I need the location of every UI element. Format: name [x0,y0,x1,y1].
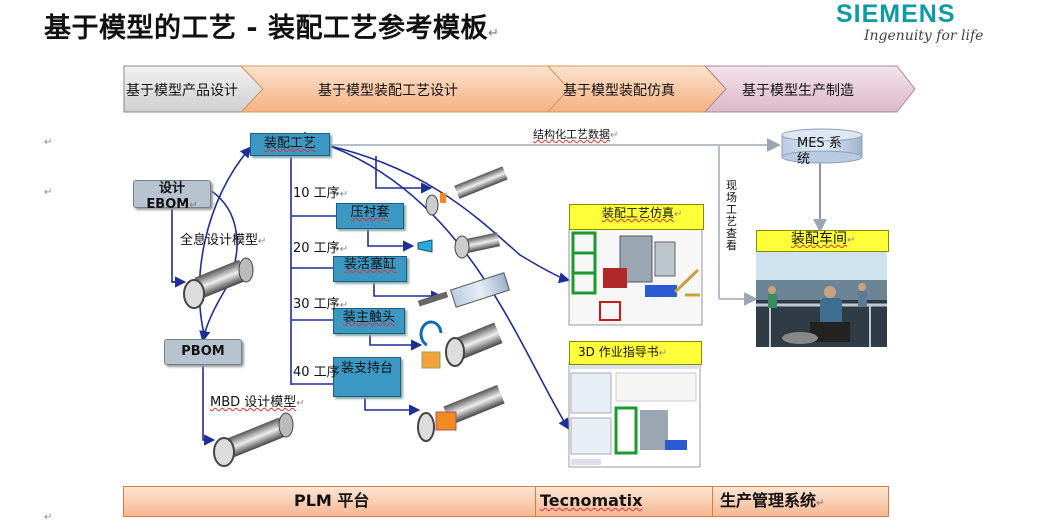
simulation-screenshot [568,228,703,326]
mbd-model-label: MBD 设计模型↵ [210,395,305,410]
paragraph-mark: ↵ [44,512,53,523]
work-instruction-screenshot [568,362,701,468]
platform-divider [535,487,536,516]
page-title: 基于模型的工艺 - 装配工艺参考模板↵ [44,13,500,44]
mbd-part-icon [213,412,294,467]
plm-platform-label: PLM 平台 [294,491,370,510]
op30-label: 30 工序↵ [293,297,349,312]
op40-task-box: 装支持台 [333,357,401,397]
platform-bar: PLM 平台 Tecnomatix 生产管理系统↵ [123,486,889,517]
holographic-model-label: 全息设计模型↵ [180,233,267,248]
onsite-view-label: 现场工艺查看 [726,179,737,252]
pbom-node: PBOM [164,339,242,365]
siemens-logo: SIEMENS [836,0,956,28]
op30-task-box: 装主触头 [333,308,405,334]
op20-part-icon [417,232,501,259]
final-assembly-part-icon [417,384,505,442]
op10-part-icon [425,166,508,216]
structured-data-label: 结构化工艺数据↵ [533,128,619,141]
chevron-manufacturing [703,65,916,113]
brand-tagline: Ingenuity for life [864,28,984,44]
op40-part-icon [419,320,503,369]
platform-divider [712,487,713,516]
simulation-title: 装配工艺仿真↵ [569,204,704,230]
chevron-label-manufacturing: 基于模型生产制造 [742,83,854,99]
op10-label: 10 工序↵ [293,186,349,201]
op30-part-icon [417,272,511,308]
op20-task-box: 装活塞缸 [333,256,407,282]
workshop-title: 装配车间↵ [756,230,889,252]
flange-cylinder-part-icon [183,257,254,309]
chevron-label-simulation: 基于模型装配仿真 [563,83,675,99]
production-system-label: 生产管理系统↵ [720,491,825,510]
op20-label: 20 工序↵ [293,241,349,256]
workshop-photo [756,252,887,347]
op40-label: 40 工序 [293,365,340,380]
op10-task-box: 压衬套 [336,203,404,229]
tecnomatix-label: Tecnomatix [540,491,643,510]
chevron-label-product-design: 基于模型产品设计 [126,83,238,99]
work-instruction-title: 3D 作业指导书↵ [569,341,702,365]
mes-label: MES 系统 [797,136,842,167]
assembly-process-node: 装配工艺 [250,133,330,156]
chevron-label-process-design: 基于模型装配工艺设计 [318,83,458,99]
paragraph-mark: ↵ [44,187,53,198]
paragraph-mark: ↵ [44,137,53,148]
ebom-node: 设计 EBOM↵ [133,180,211,212]
mes-database-icon [781,128,863,164]
